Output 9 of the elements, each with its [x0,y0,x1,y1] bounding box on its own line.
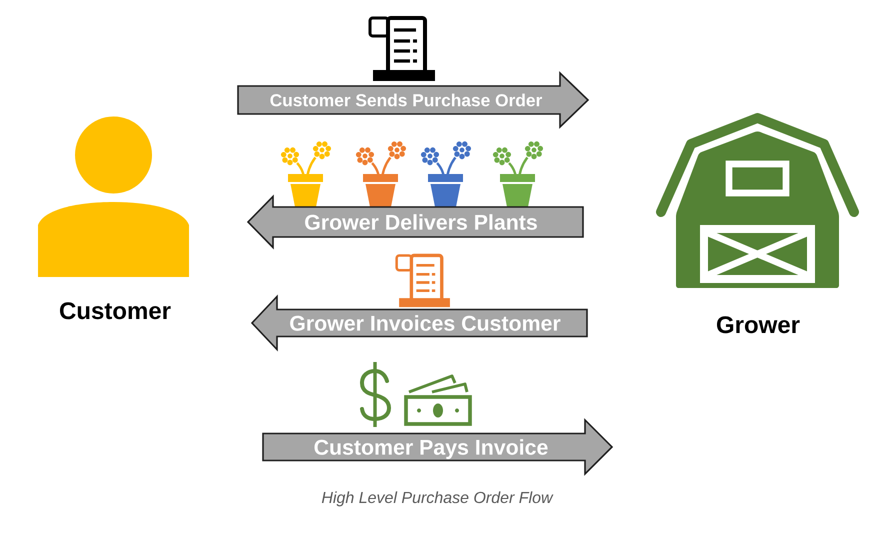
edge-label: Customer Pays Invoice [314,439,548,460]
edge-label: Customer Sends Purchase Order [270,94,542,106]
caption: High Level Purchase Order Flow [322,491,554,506]
block-arrow [262,418,614,476]
node-label: Customer [60,302,171,320]
edge-label: Grower Invoices Customer [290,315,560,331]
node-label: Grower [716,316,800,334]
block-arrow [237,71,590,129]
edge-label: Grower Delivers Plants [305,214,537,230]
